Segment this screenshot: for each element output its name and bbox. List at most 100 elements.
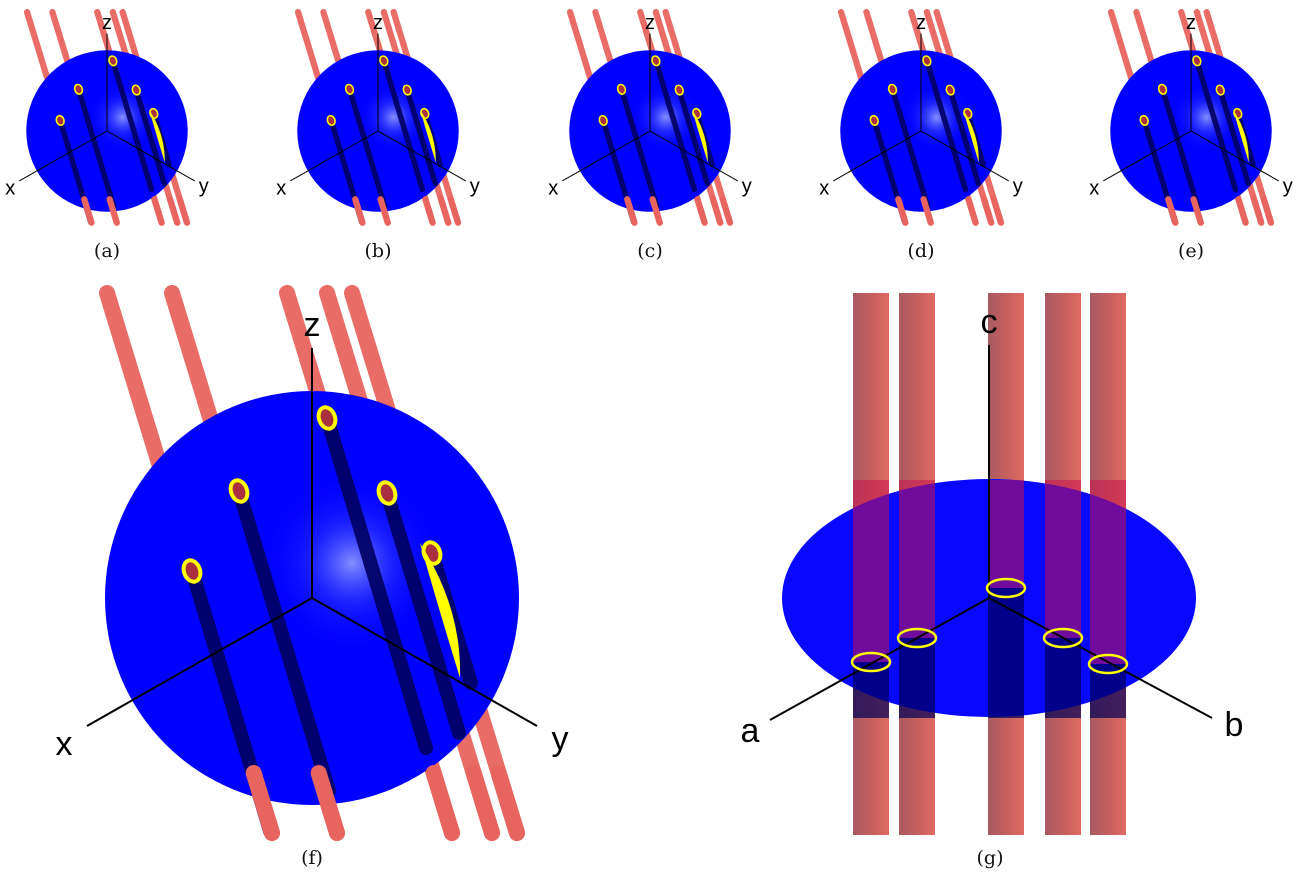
tube-exit-d-1 — [895, 196, 909, 226]
tube-exit-b-2 — [377, 196, 391, 226]
channel-c-2 — [618, 86, 660, 210]
tube-exit-d-3 — [965, 196, 979, 226]
rim-f-1 — [181, 558, 203, 584]
channel-c-3 — [653, 58, 698, 193]
caption-g: (g) — [976, 847, 1004, 869]
axis-label-x-c: x — [548, 178, 558, 200]
axis-label-z-a: z — [102, 12, 112, 34]
rim-crescent-e — [1233, 109, 1249, 163]
rim-c-4 — [674, 84, 684, 96]
column-front-5 — [1090, 480, 1126, 664]
caption-b: (b) — [364, 240, 392, 262]
channel-b-4 — [404, 87, 439, 187]
rim-crescent-c — [692, 109, 708, 163]
channel-b-3 — [381, 58, 426, 193]
channel-d-4 — [947, 87, 982, 187]
caption-d: (d) — [907, 240, 935, 262]
axis-label-y-c: y — [742, 176, 752, 198]
tube-exit-c-5 — [719, 196, 734, 226]
channel-d-3 — [924, 58, 969, 193]
axis-label-x-e: x — [1089, 178, 1099, 200]
axis-label-z-c: z — [645, 12, 655, 34]
channel-c-4 — [676, 87, 711, 187]
channel-b-2 — [346, 86, 388, 210]
axis-y-f — [311, 597, 538, 727]
tube-exit-f-1 — [245, 765, 280, 841]
caption-c: (c) — [637, 240, 663, 262]
rim-g-4 — [1042, 627, 1084, 649]
axis-x-a — [19, 130, 108, 182]
axis-x-d — [833, 130, 922, 182]
rim-b-2 — [344, 83, 355, 95]
rim-crescent-d — [963, 109, 979, 163]
tube-exit-a-4 — [166, 196, 181, 226]
rim-a-2 — [73, 83, 84, 95]
rim-f-4 — [376, 480, 398, 506]
rim-a-1 — [55, 114, 65, 127]
tube-exit-a-2 — [106, 196, 120, 226]
caption-f: (f) — [301, 847, 323, 869]
tube-exit-e-5 — [1260, 196, 1275, 226]
axis-x-f — [86, 597, 313, 727]
caption-e: (e) — [1177, 240, 1205, 262]
axis-label-x-d: x — [819, 178, 829, 200]
column-inside-3 — [988, 588, 1024, 718]
rim-e-4 — [1215, 84, 1225, 96]
rim-d-1 — [869, 114, 879, 127]
column-inside-4 — [1045, 638, 1081, 718]
tube-exit-a-5 — [176, 196, 191, 226]
axis-label-x-a: x — [5, 178, 15, 200]
tube-exit-b-1 — [352, 196, 366, 226]
axis-label-c: c — [981, 303, 998, 341]
channel-a-2 — [75, 86, 117, 210]
tube-exit-f-3 — [425, 765, 460, 841]
rim-c-3 — [651, 55, 661, 67]
tube-exit-c-2 — [649, 196, 663, 226]
column-front-3 — [988, 480, 1024, 588]
rim-crescent-a — [149, 109, 165, 163]
rim-b-3 — [379, 55, 389, 67]
axis-x-c — [562, 130, 651, 182]
axis-y-b — [377, 130, 466, 182]
axis-x-e — [1103, 130, 1192, 182]
axis-a — [769, 597, 990, 721]
rim-c-1 — [598, 114, 608, 127]
axis-label-b: b — [1225, 706, 1244, 744]
rim-b-1 — [326, 114, 336, 127]
tube-exit-f-5 — [490, 765, 525, 841]
axis-b — [988, 597, 1213, 719]
tube-exit-a-3 — [151, 196, 165, 226]
tube-exit-e-2 — [1190, 196, 1204, 226]
tube-exit-b-5 — [447, 196, 462, 226]
caption-a: (a) — [93, 240, 121, 262]
axis-label-y-e: y — [1283, 176, 1293, 198]
axis-label-y-a: y — [199, 176, 209, 198]
rim-d-2 — [887, 83, 898, 95]
rim-d-4 — [945, 84, 955, 96]
rim-e-1 — [1139, 114, 1149, 127]
rim-g-3 — [985, 577, 1027, 599]
channel-d-2 — [889, 86, 931, 210]
column-front-4 — [1045, 480, 1081, 638]
panel-a: x y z — [5, 8, 209, 226]
axis-x-b — [290, 130, 379, 182]
axis-y-a — [106, 130, 195, 182]
tube-exit-b-3 — [422, 196, 436, 226]
tube-exit-e-4 — [1250, 196, 1265, 226]
channel-f-4 — [380, 486, 466, 740]
axis-label-x-b: x — [276, 178, 286, 200]
column-inside-2 — [899, 638, 935, 718]
column-front-2 — [899, 480, 935, 638]
axis-label-y-f: y — [552, 720, 569, 758]
axis-label-x-f: x — [56, 725, 73, 763]
tube-exit-d-2 — [920, 196, 934, 226]
rim-b-4 — [402, 84, 412, 96]
rim-crescent-f — [420, 543, 461, 678]
rim-a-4 — [131, 84, 141, 96]
axis-y-d — [920, 130, 1009, 182]
axis-y-c — [649, 130, 738, 182]
